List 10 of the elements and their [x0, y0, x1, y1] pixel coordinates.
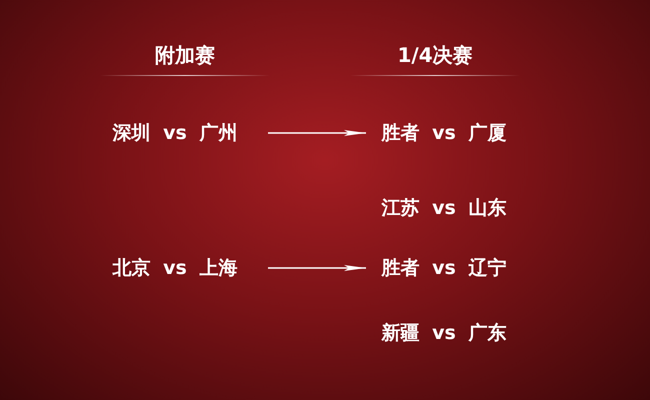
match-text: 北京 vs 上海 — [112, 256, 238, 280]
match-text: 胜者 vs 辽宁 — [382, 256, 506, 280]
column-heading: 1/4决赛 — [398, 43, 473, 67]
match-text: 新疆 vs 广东 — [382, 321, 506, 345]
column-heading: 附加赛 — [155, 43, 215, 67]
match-text: 江苏 vs 山东 — [382, 196, 506, 220]
arrow — [268, 265, 366, 271]
match-text: 胜者 vs 广厦 — [382, 121, 506, 145]
match-text: 深圳 vs 广州 — [112, 121, 238, 145]
arrow — [268, 130, 366, 136]
